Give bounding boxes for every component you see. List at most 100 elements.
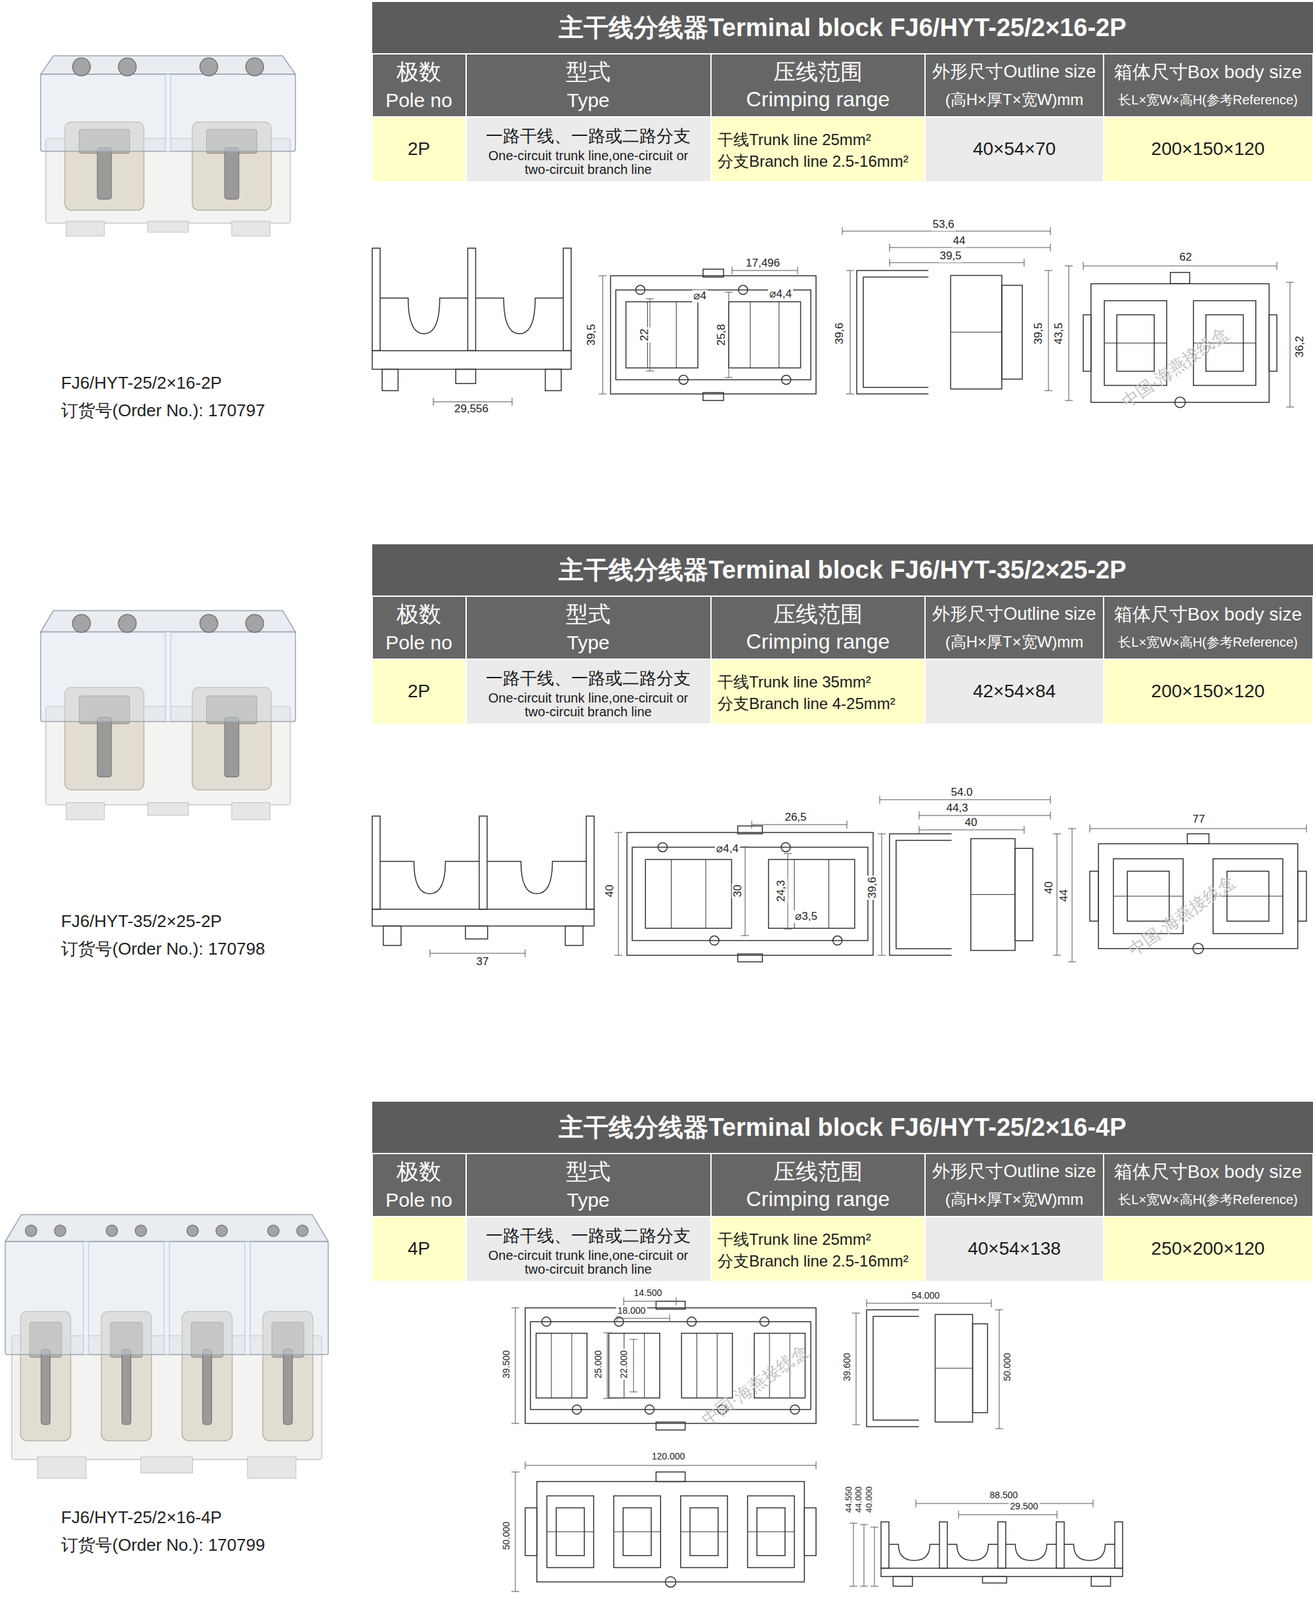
dimension-label: 40.000 bbox=[864, 1485, 874, 1514]
dimension-label: 39,6 bbox=[833, 321, 847, 346]
dimension-label: 39,5 bbox=[585, 322, 599, 347]
dimension-label: 29.500 bbox=[1009, 1501, 1040, 1512]
dimension-label: 120.000 bbox=[650, 1451, 687, 1462]
table-cell: One-circuit trunk line,one-circuit or tw… bbox=[475, 149, 702, 177]
table-cell: 干线Trunk line 25mm² bbox=[717, 131, 872, 149]
table-header: 长L×宽W×高H(参考Reference) bbox=[1118, 634, 1298, 650]
dimension-label: 26,5 bbox=[783, 811, 808, 824]
table-header: 型式 bbox=[565, 59, 611, 85]
dimension-label: 40 bbox=[963, 816, 979, 830]
dimension-label: 25,8 bbox=[715, 322, 729, 347]
table-header: 外形尺寸Outline size bbox=[932, 1162, 1096, 1182]
watermark: 中国·海燕接线盒 bbox=[1125, 872, 1239, 960]
table-cell: 40×54×70 bbox=[972, 139, 1056, 160]
table-header: 长L×宽W×高H(参考Reference) bbox=[1118, 1192, 1298, 1207]
table-header: 极数 bbox=[396, 602, 442, 627]
table-header: (高H×厚T×宽W)mm bbox=[945, 91, 1084, 109]
table-header: 外形尺寸Outline size bbox=[932, 604, 1096, 625]
watermark: 中国·海燕接线盒 bbox=[698, 1341, 813, 1430]
table-cell: 2P bbox=[407, 681, 431, 702]
dimension-label: ⌀4,4 bbox=[768, 288, 794, 301]
dimension-label: 44 bbox=[951, 235, 968, 248]
table-header: Type bbox=[566, 89, 610, 111]
table-header: Crimping range bbox=[746, 87, 891, 111]
table-header: 箱体尺寸Box body size bbox=[1114, 1162, 1302, 1183]
dimension-label: 17,496 bbox=[744, 257, 782, 270]
table-header: 箱体尺寸Box body size bbox=[1114, 62, 1302, 83]
dimension-label: 39,6 bbox=[866, 875, 880, 900]
dimension-label: 54.000 bbox=[910, 1290, 942, 1301]
dimension-label: 37 bbox=[475, 955, 491, 969]
title-text: 主干线分线器Terminal block FJ6/HYT-35/2×25-2P bbox=[558, 553, 1126, 587]
table-header: 长L×宽W×高H(参考Reference) bbox=[1118, 92, 1298, 108]
dimension-label: 54.0 bbox=[949, 786, 974, 799]
dimension-label: 50.000 bbox=[1002, 1351, 1013, 1383]
dimension-label: 40 bbox=[1043, 880, 1056, 896]
table-cell: One-circuit trunk line,one-circuit or tw… bbox=[475, 691, 702, 719]
title-text: 主干线分线器Terminal block FJ6/HYT-25/2×16-4P bbox=[558, 1110, 1126, 1145]
table-cell: 200×150×120 bbox=[1151, 139, 1266, 160]
watermark: 中国·海燕接线盒 bbox=[1118, 324, 1233, 412]
title-band: 主干线分线器Terminal block FJ6/HYT-25/2×16-2P bbox=[372, 1, 1313, 54]
table-data-cell bbox=[711, 117, 925, 182]
dimension-label: 44.550 bbox=[844, 1485, 854, 1514]
table-header: Pole no bbox=[385, 631, 453, 654]
dimension-label: ⌀3,5 bbox=[793, 910, 819, 924]
dimension-label: 88.500 bbox=[988, 1490, 1020, 1501]
table-header: Crimping range bbox=[746, 1187, 891, 1211]
dimension-label: 77 bbox=[1191, 813, 1207, 826]
table-header: 极数 bbox=[396, 59, 442, 85]
table-header: 外形尺寸Outline size bbox=[932, 62, 1096, 83]
dimension-label: 44.000 bbox=[854, 1485, 864, 1514]
dimension-label: 14.500 bbox=[632, 1288, 664, 1298]
table-header: Crimping range bbox=[746, 630, 891, 654]
table-header: 压线范围 bbox=[773, 59, 863, 85]
table-cell: 200×150×120 bbox=[1151, 681, 1266, 702]
title-band: 主干线分线器Terminal block FJ6/HYT-35/2×25-2P bbox=[372, 544, 1313, 596]
dimension-label: 36,2 bbox=[1293, 334, 1307, 359]
table-cell: 分支Branch line 2.5-16mm² bbox=[717, 1252, 909, 1270]
table-header: Type bbox=[566, 1188, 610, 1211]
table-cell: 4P bbox=[407, 1238, 431, 1260]
dimension-label: ⌀4 bbox=[691, 290, 708, 303]
table-cell: 250×200×120 bbox=[1151, 1238, 1266, 1260]
table-header: Pole no bbox=[385, 1188, 453, 1211]
dimension-label: ⌀4,4 bbox=[714, 842, 740, 856]
product-name: FJ6/HYT-25/2×16-2P bbox=[61, 373, 222, 393]
dimension-label: 22.000 bbox=[619, 1349, 629, 1380]
dimension-label: 39.500 bbox=[501, 1349, 512, 1380]
table-cell: 干线Trunk line 35mm² bbox=[717, 673, 872, 691]
order-number: 订货号(Order No.): 170798 bbox=[61, 939, 266, 959]
dimension-label: 62 bbox=[1178, 251, 1194, 264]
table-cell: 42×54×84 bbox=[972, 681, 1056, 702]
table-header: 型式 bbox=[565, 1159, 611, 1184]
dimension-label: 44,3 bbox=[944, 802, 969, 815]
table-cell: 分支Branch line 2.5-16mm² bbox=[717, 152, 909, 171]
dimension-label: 39,5 bbox=[938, 250, 963, 263]
table-cell: 一路干线、一路或二路分支 bbox=[485, 1226, 691, 1246]
table-cell: One-circuit trunk line,one-circuit or tw… bbox=[475, 1248, 702, 1277]
table-cell: 40×54×138 bbox=[967, 1238, 1061, 1260]
table-cell: 一路干线、一路或二路分支 bbox=[485, 668, 691, 689]
order-number: 订货号(Order No.): 170799 bbox=[61, 1535, 266, 1555]
table-data-cell bbox=[711, 659, 925, 724]
table-header: Type bbox=[566, 631, 610, 654]
dimension-label: 43,5 bbox=[1053, 321, 1066, 346]
table-cell: 分支Branch line 4-25mm² bbox=[717, 695, 896, 713]
table-header: (高H×厚T×宽W)mm bbox=[945, 1190, 1084, 1208]
table-header: (高H×厚T×宽W)mm bbox=[945, 633, 1084, 651]
title-band: 主干线分线器Terminal block FJ6/HYT-25/2×16-4P bbox=[372, 1101, 1313, 1153]
dimension-label: 30 bbox=[731, 883, 745, 899]
dimension-label: 39.600 bbox=[842, 1351, 853, 1383]
table-header: 压线范围 bbox=[773, 602, 863, 627]
table-cell: 一路干线、一路或二路分支 bbox=[485, 126, 691, 146]
dimension-label: 53,6 bbox=[930, 218, 956, 232]
table-cell: 2P bbox=[407, 139, 431, 160]
title-text: 主干线分线器Terminal block FJ6/HYT-25/2×16-2P bbox=[558, 11, 1126, 45]
dimension-label: 39,5 bbox=[1032, 321, 1046, 346]
dimension-label: 50.000 bbox=[501, 1520, 512, 1552]
dimension-label: 40 bbox=[603, 883, 617, 899]
table-data-cell bbox=[711, 1217, 925, 1281]
